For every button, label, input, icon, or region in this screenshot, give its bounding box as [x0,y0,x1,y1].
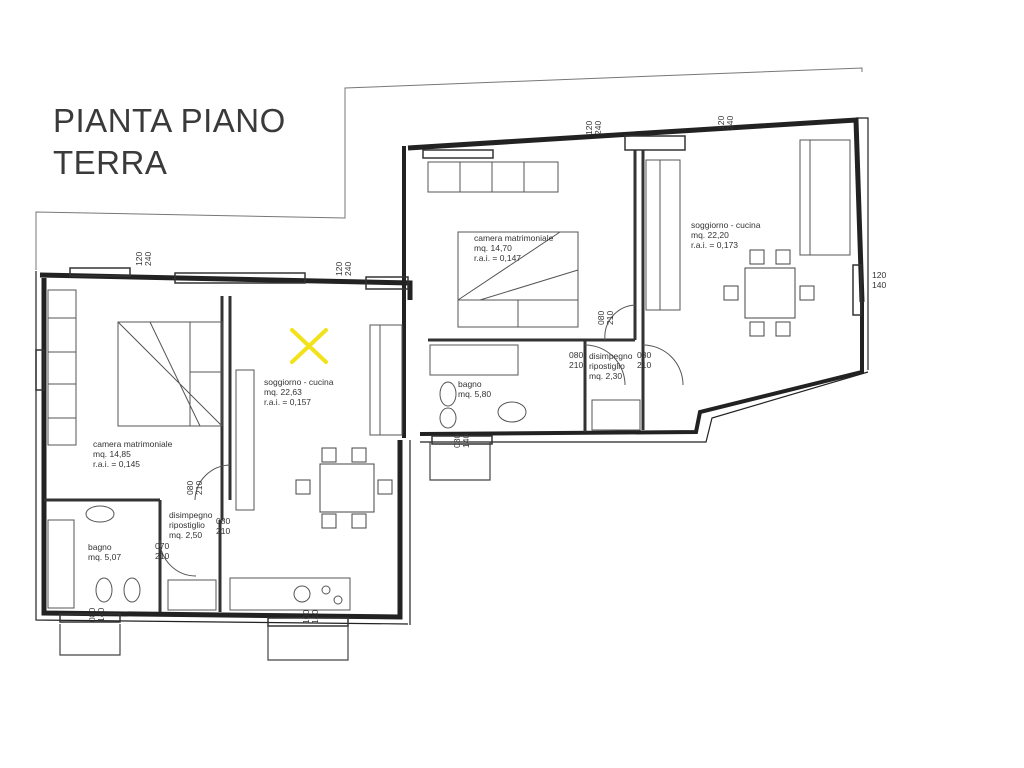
room-label-line: mq. 14,70 [474,243,512,253]
plan-title-line2: TERRA [53,144,168,181]
dining-right [723,249,815,337]
right-unit-interior [428,150,645,432]
dimension-value: 080 [216,516,230,526]
dimension-value: 100 [301,610,311,624]
room-label-line: soggiorno - cucina [691,220,761,230]
dimension-value: 080 [637,350,651,360]
room-label-line: bagno [88,542,112,552]
wardrobe-left [47,289,77,446]
dimension-value: 210 [569,360,583,370]
dimension-value: 140 [96,608,106,622]
dimension-value: 140 [310,610,320,624]
left-unit-walls [35,271,413,625]
sofa-right [799,139,851,256]
room-label-line: ripostiglio [169,520,205,530]
room-label-line: camera matrimoniale [93,439,173,449]
dimension-value: 240 [343,262,353,276]
dimension-value: 210 [194,481,204,495]
dimension-value: 120 [134,252,144,266]
room-label-line: bagno [458,379,482,389]
dimension-value: 210 [216,526,230,536]
dimension-value: 140 [461,434,471,448]
room-label-line: ripostiglio [589,361,625,371]
room-label-line: mq. 2,50 [169,530,202,540]
room-label-line: r.a.i. = 0,157 [264,397,311,407]
bed-left [117,321,223,427]
dimension-value: 080 [87,608,97,622]
doors [159,304,684,577]
dimension-value: 080 [452,434,462,448]
dimension-value: 080 [185,481,195,495]
dimension-value: 080 [569,350,583,360]
dimension-value: 210 [155,551,169,561]
room-label-line: r.a.i. = 0,147 [474,253,521,263]
room-label-line: mq. 14,85 [93,449,131,459]
dining-left [295,447,393,529]
dimension-value: 120 [716,116,726,130]
room-label-line: disimpegno [169,510,213,520]
room-label-line: mq. 2,30 [589,371,622,381]
kitchen-left [229,369,351,611]
dimension-value: 070 [155,541,169,551]
dimension-value: 240 [143,252,153,266]
balconies [59,442,491,661]
dimension-value: 120 [584,121,594,135]
room-label-line: disimpegno [589,351,633,361]
wardrobe-right [427,161,559,193]
dimension-value: 240 [593,121,603,135]
dimension-value: 080 [596,311,606,325]
room-label-line: r.a.i. = 0,173 [691,240,738,250]
room-label-line: mq. 5,07 [88,552,121,562]
left-unit-interior [44,296,232,612]
bathroom-left [47,505,217,611]
dimension-value: 120 [334,262,344,276]
room-label-line: soggiorno - cucina [264,377,334,387]
room-label-line: camera matrimoniale [474,233,554,243]
room-label-line: mq. 22,20 [691,230,729,240]
sofa-left [369,324,403,436]
dimension-value: 210 [637,360,651,370]
room-label-line: r.a.i. = 0,145 [93,459,140,469]
terrain-outline [35,67,863,270]
windows [35,135,862,627]
dimension-value: 240 [725,116,735,130]
room-label-line: mq. 22,63 [264,387,302,397]
kitchen-right [645,159,681,311]
dimension-value: 120 [872,270,886,280]
bed-right [457,231,579,328]
location-marker [290,328,328,364]
plan-title-line1: PIANTA PIANO [53,102,286,139]
dimension-value: 210 [605,311,615,325]
right-unit-walls [402,117,869,443]
room-label-line: mq. 5,80 [458,389,491,399]
bathroom-right [429,344,641,431]
dimension-value: 140 [872,280,886,290]
